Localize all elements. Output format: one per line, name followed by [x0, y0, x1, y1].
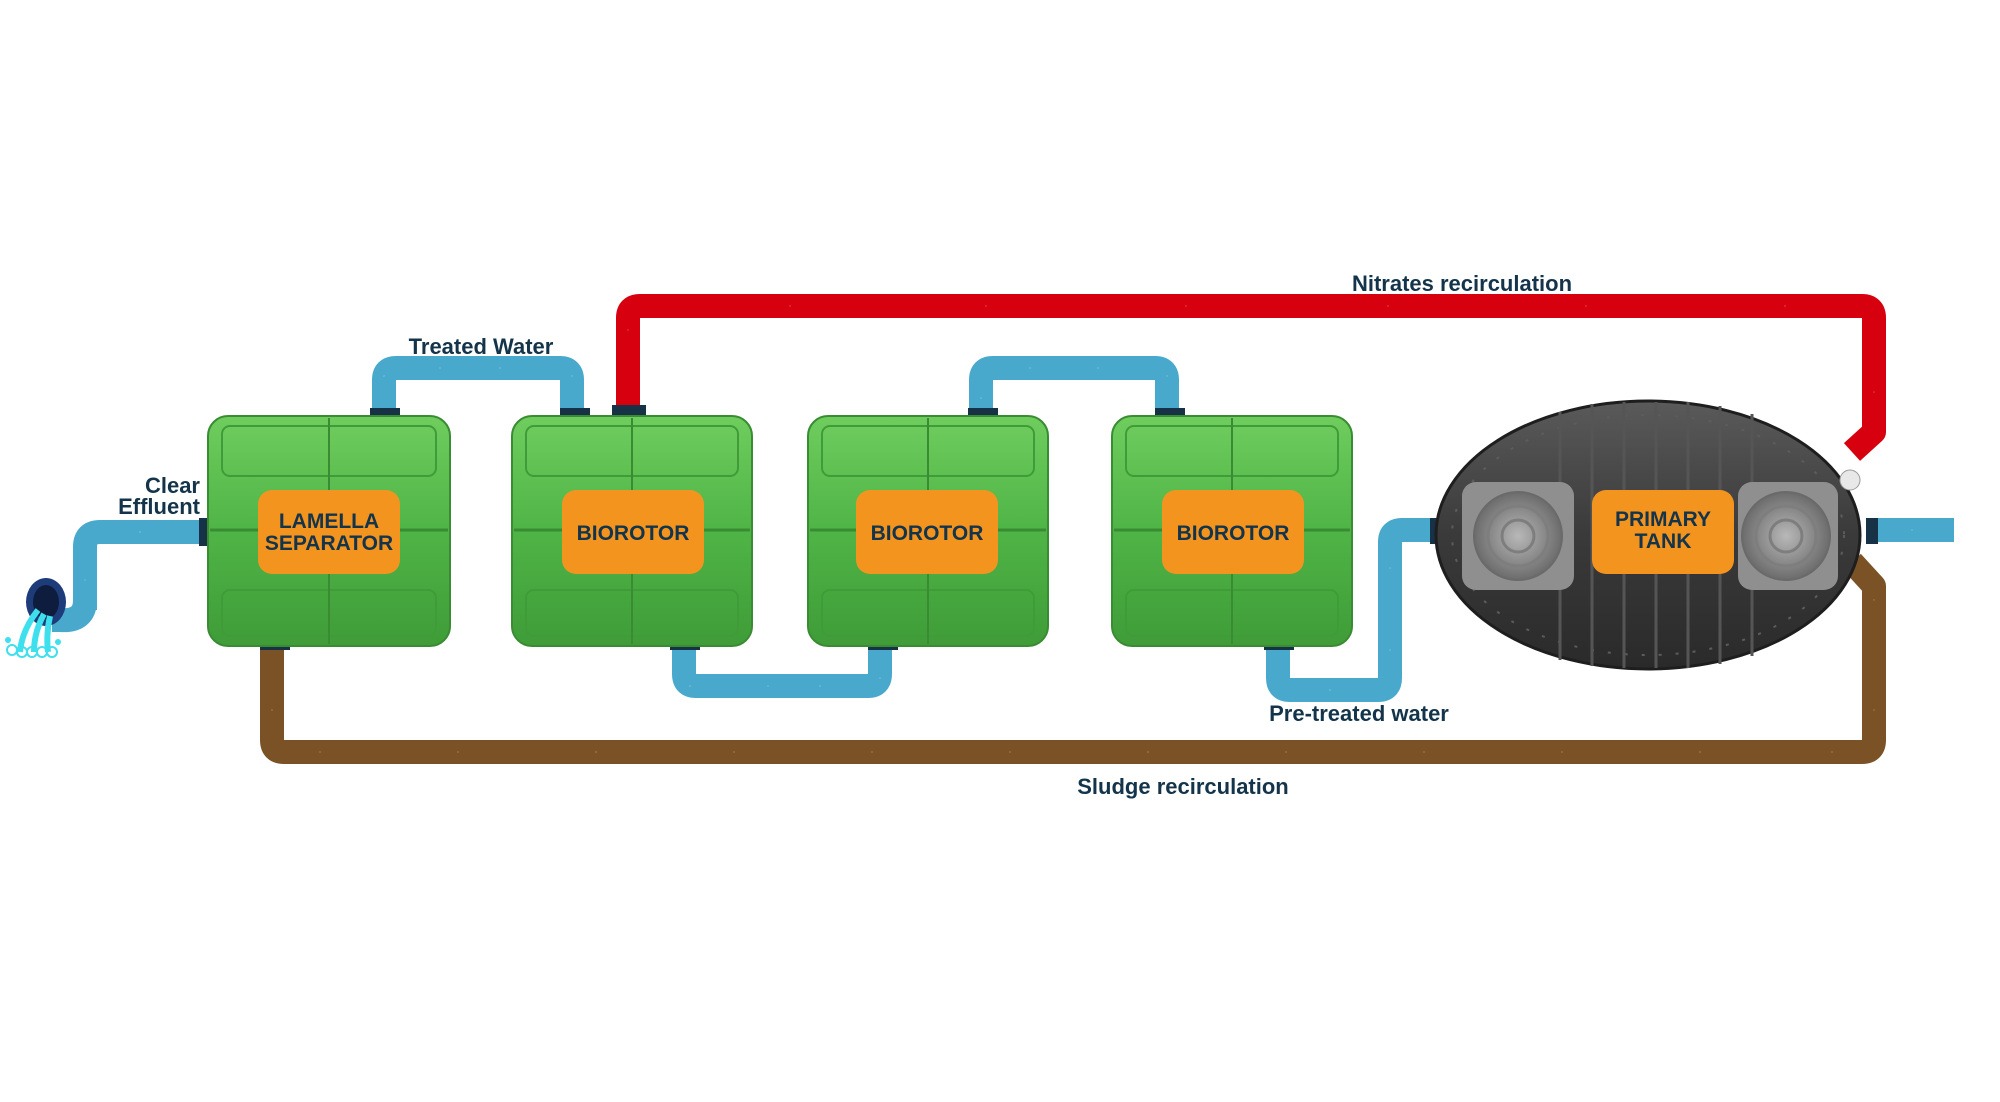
biorotor-3-label: BIOROTOR	[1177, 522, 1290, 545]
biorotor-1-label: BIOROTOR	[577, 522, 690, 545]
label-box-biorotor-2: BIOROTOR	[856, 490, 998, 574]
tank-vent	[1839, 469, 1861, 491]
biorotor-2-label: BIOROTOR	[871, 522, 984, 545]
sludge-pipe	[260, 553, 1886, 764]
primary-label-line1: PRIMARY	[1615, 508, 1711, 531]
label-box-biorotor-3: BIOROTOR	[1162, 490, 1304, 574]
clear-effluent-pipe	[73, 520, 206, 610]
pipe-biorotor2-to-biorotor1	[672, 640, 892, 698]
pretreated-pipe	[1266, 518, 1440, 702]
pipe-biorotor3-to-biorotor2	[969, 356, 1179, 410]
label-box-biorotor-1: BIOROTOR	[562, 490, 704, 574]
lamella-label-line2: SEPARATOR	[265, 532, 393, 555]
primary-label-line2: TANK	[1635, 530, 1692, 553]
discharge-outlet	[5, 578, 97, 658]
label-box-lamella: LAMELLA SEPARATOR	[258, 490, 400, 574]
clear-effluent-label-line1: Clear	[145, 473, 200, 498]
nitrates-pipe	[616, 294, 1886, 461]
nitrates-recirculation-label: Nitrates recirculation	[1352, 271, 1572, 296]
clear-effluent-label-line2: Effluent	[118, 494, 201, 519]
label-box-primary-tank: PRIMARY TANK	[1592, 490, 1734, 574]
sludge-recirculation-label: Sludge recirculation	[1077, 774, 1289, 799]
treated-water-pipe	[372, 356, 584, 410]
lamella-label-line1: LAMELLA	[279, 510, 379, 533]
treated-water-label: Treated Water	[409, 334, 554, 359]
pretreated-water-label: Pre-treated water	[1269, 701, 1449, 726]
